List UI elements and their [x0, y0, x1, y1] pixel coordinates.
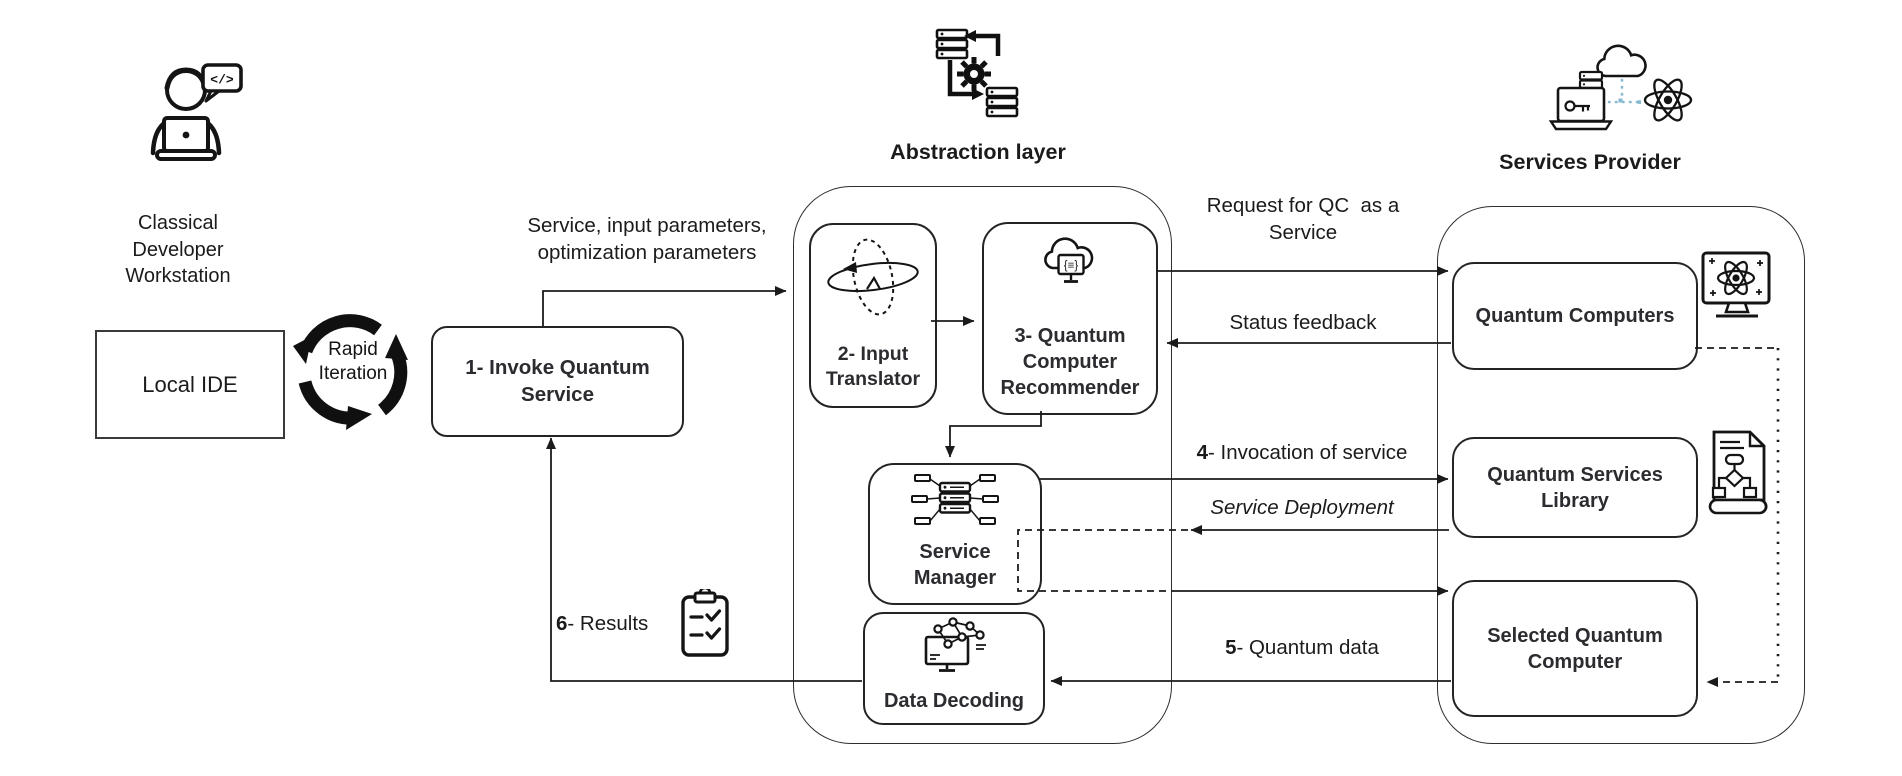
server-cluster-icon — [911, 474, 999, 525]
quantum-recommender-label: 3- Quantum Computer Recommender — [1000, 325, 1140, 399]
results-flow-label: 6- Results — [556, 612, 649, 635]
invoke-quantum-service-box: 1- Invoke Quantum Service — [431, 326, 684, 437]
service-deployment-label: Service Deployment — [1210, 496, 1394, 519]
selected-computer-label: Selected Quantum Computer — [1487, 624, 1663, 673]
checklist-clipboard-icon — [681, 589, 729, 657]
invoke-label: 1- Invoke Quantum Service — [465, 356, 650, 406]
quantum-computers-box: Quantum Computers — [1452, 262, 1698, 370]
input-translator-box: 2- Input Translator — [809, 223, 937, 408]
invocation-flow-label: 4- Invocation of service — [1196, 441, 1408, 464]
data-decoding-label: Data Decoding — [883, 690, 1025, 712]
quantum-recommender-box: {≡} 3- Quantum Computer Recommender — [982, 222, 1158, 415]
atom-monitor-icon — [1701, 251, 1771, 318]
abstraction-layer-title: Abstraction layer — [890, 140, 1066, 164]
laptop-cloud-atom-icon — [1548, 44, 1693, 131]
services-provider-title: Services Provider — [1499, 150, 1681, 174]
status-feedback-label: Status feedback — [1229, 311, 1377, 334]
local-ide-box: Local IDE — [95, 330, 285, 439]
params-flow-label: Service, input parameters, optimization … — [527, 214, 767, 264]
workstation-label: Classical Developer Workstation — [125, 212, 231, 287]
developer-coding-icon: </> — [150, 63, 243, 161]
network-graph-monitor-icon — [924, 617, 986, 672]
flowchart-document-icon — [1708, 430, 1768, 515]
cycle-arrows-icon — [293, 314, 408, 430]
code-glyph: </> — [210, 73, 234, 88]
input-translator-label: 2- Input Translator — [825, 343, 921, 390]
rapid-iteration-label: Rapid Iteration — [318, 339, 388, 384]
arrow-invoke-to-abstraction — [542, 286, 787, 326]
orbit-rotation-icon — [827, 238, 919, 316]
quantum-computers-label: Quantum Computers — [1475, 304, 1675, 327]
cloud-code-monitor-icon: {≡} — [1044, 237, 1094, 283]
data-decoding-box: Data Decoding — [863, 612, 1045, 725]
selected-computer-box: Selected Quantum Computer — [1452, 580, 1698, 717]
request-flow-label: Request for QC as a Service — [1206, 194, 1400, 244]
service-manager-label: Service Manager — [913, 541, 997, 589]
services-library-box: Quantum Services Library — [1452, 437, 1698, 538]
quantum-data-label: 5- Quantum data — [1225, 636, 1379, 659]
servers-gear-sync-icon — [935, 28, 1019, 118]
local-ide-label: Local IDE — [142, 371, 238, 397]
service-manager-box: Service Manager — [868, 463, 1042, 605]
services-library-label: Quantum Services Library — [1487, 463, 1663, 512]
braces-glyph: {≡} — [1064, 260, 1079, 272]
